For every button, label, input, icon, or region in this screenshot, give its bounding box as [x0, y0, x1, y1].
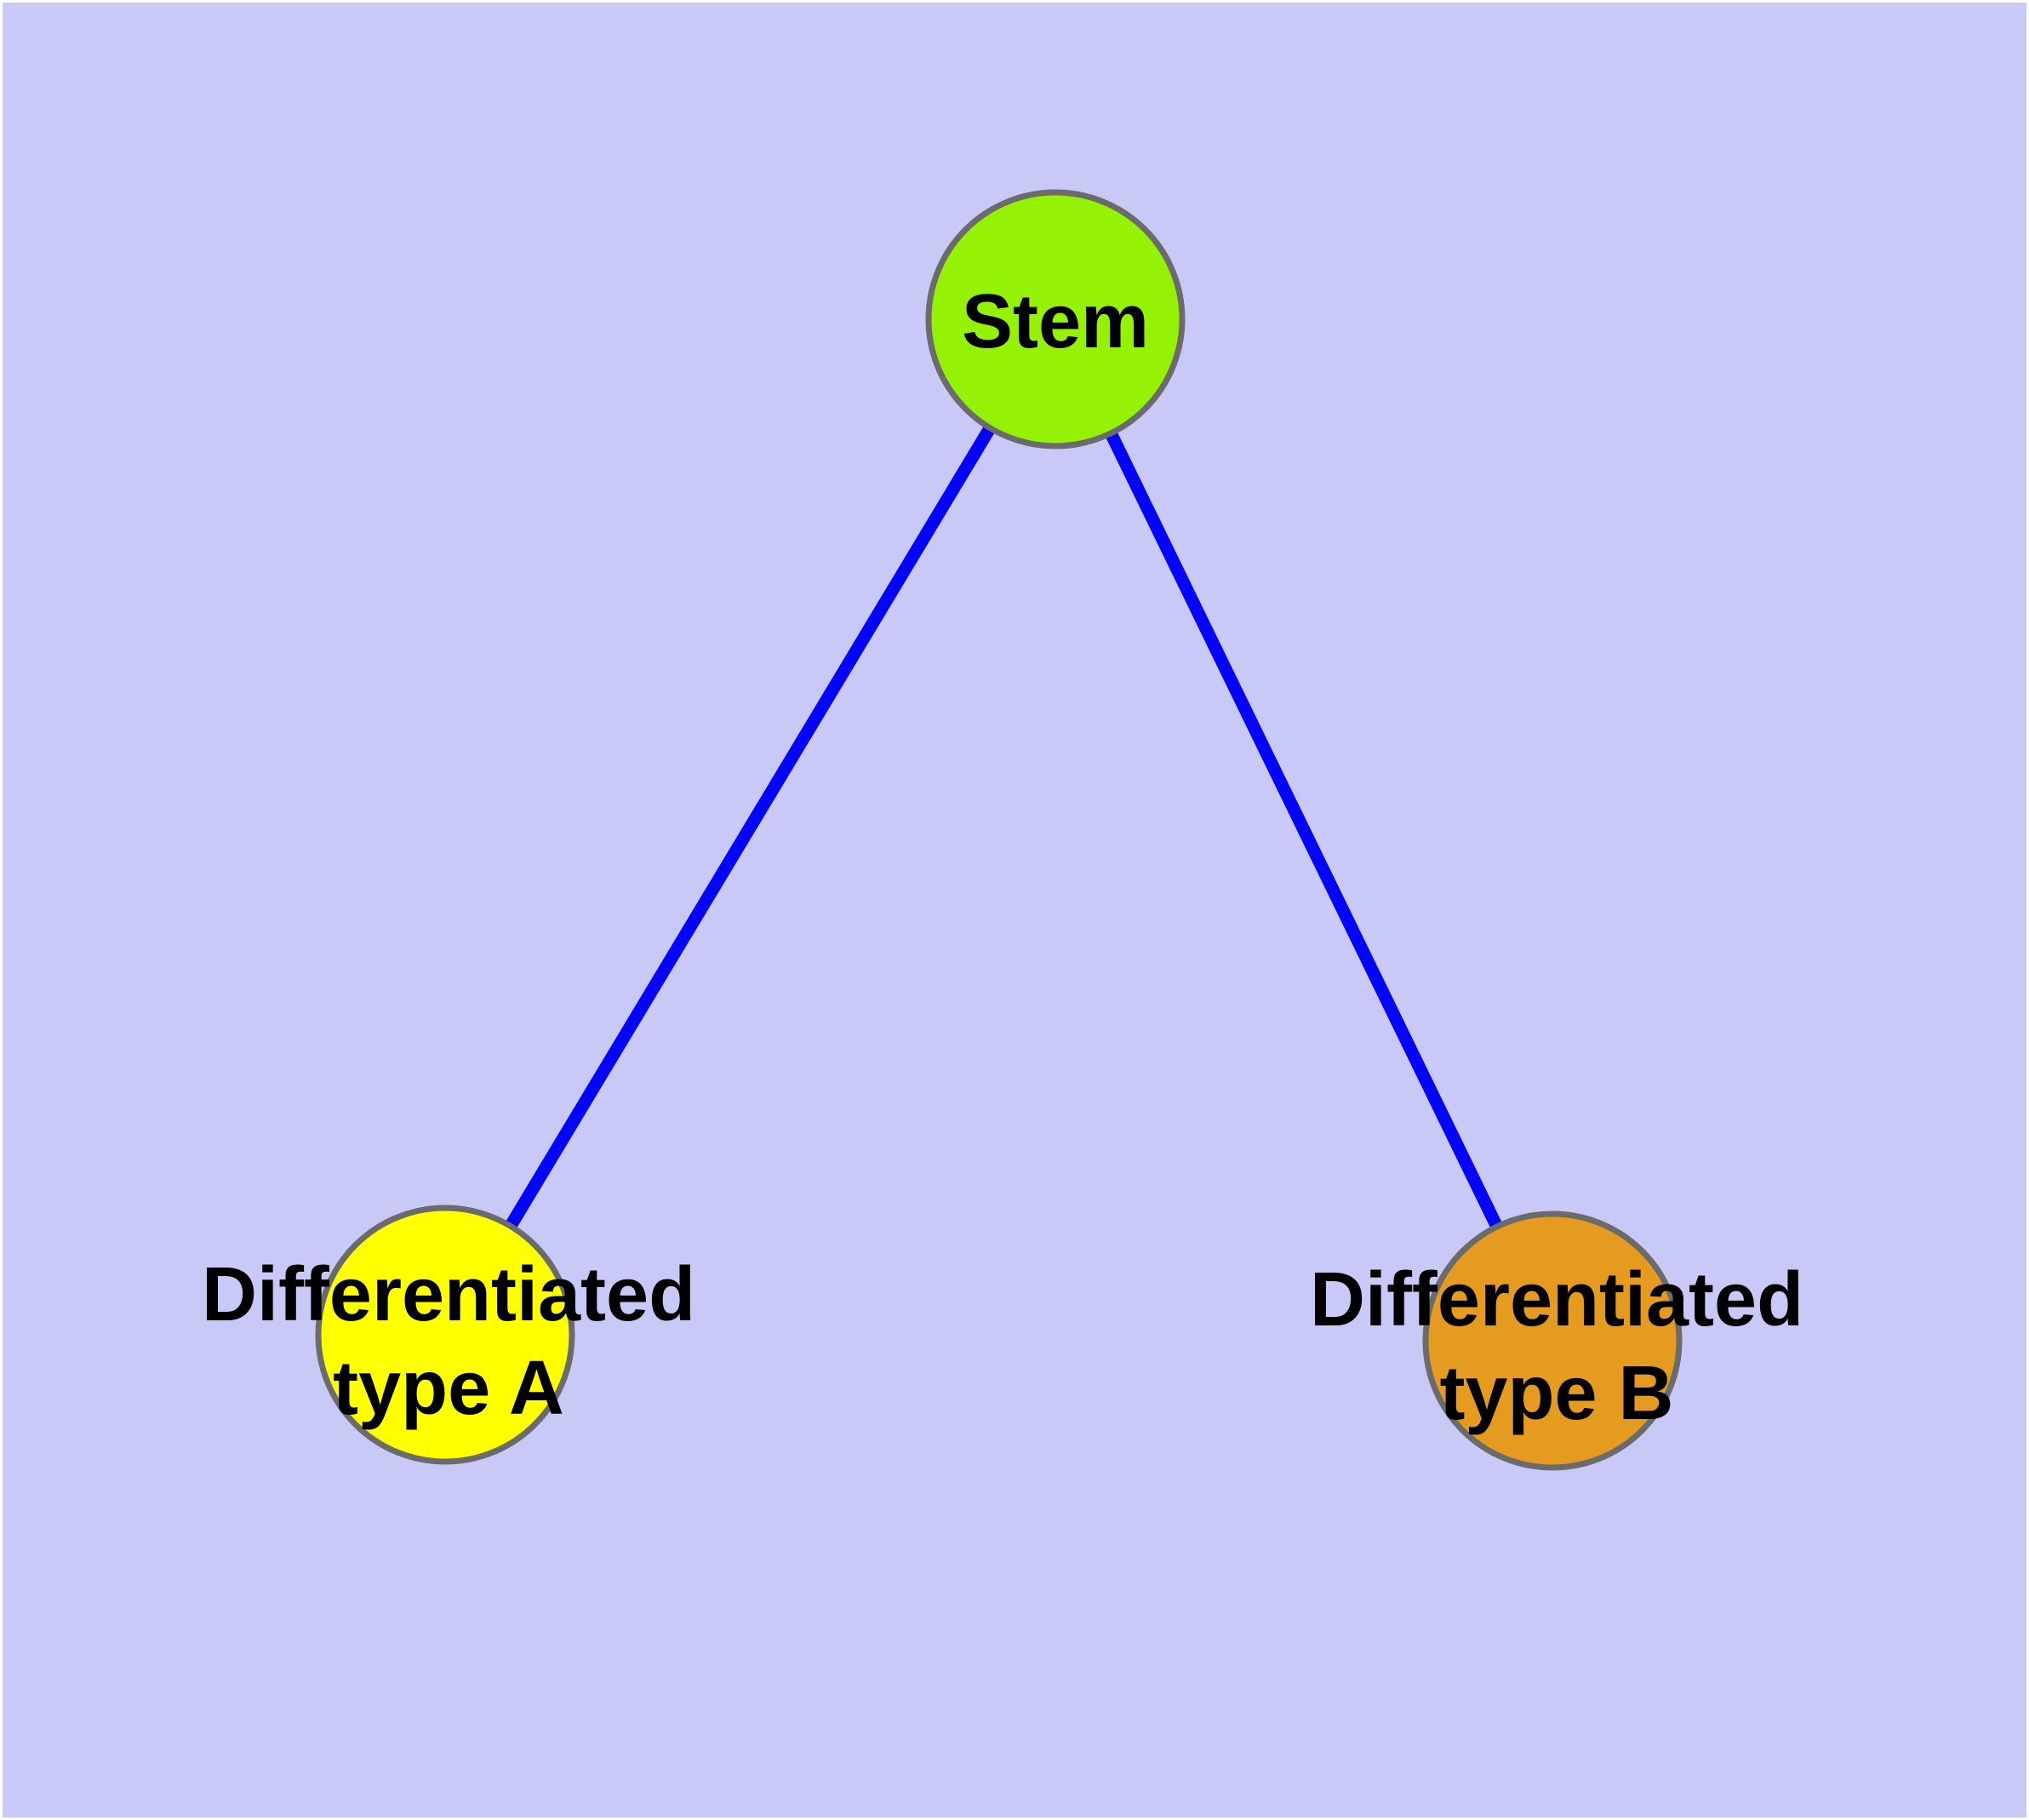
label-line-1: Differentiated: [201, 1252, 696, 1338]
node-type-a-circle: [315, 1205, 575, 1465]
diagram-canvas: Stem Differentiated type A Differentiate…: [3, 3, 2026, 1817]
edge-stem-to-type-a: [439, 316, 1061, 1338]
label-line-2: type A: [333, 1346, 564, 1431]
node-type-b-label: Differentiated type B: [1310, 1254, 1803, 1441]
graph-svg: [315, 189, 1683, 1471]
node-stem-circle: [925, 189, 1186, 449]
node-type-b-circle: [1422, 1210, 1683, 1471]
node-stem-label: Stem: [961, 279, 1150, 365]
label-line-2: type B: [1439, 1351, 1674, 1436]
label-line-1: Differentiated: [1309, 1257, 1804, 1343]
edge-stem-to-type-b: [1049, 316, 1558, 1344]
node-type-a-label: Differentiated type A: [202, 1249, 695, 1436]
